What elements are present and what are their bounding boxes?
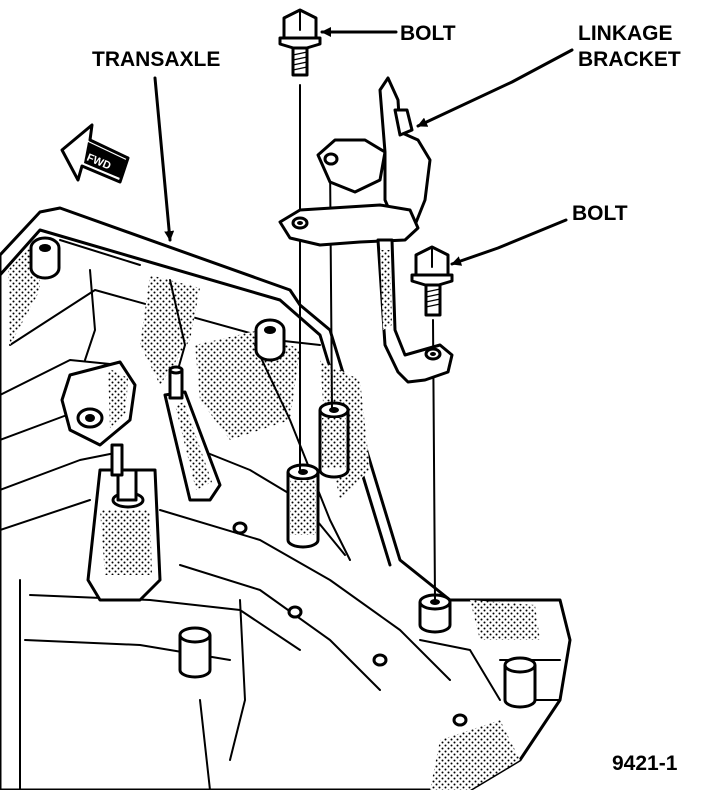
shift-lever <box>60 360 137 447</box>
bolt-top-label: BOLT <box>400 22 456 45</box>
linkage-label-line2: BRACKET <box>578 48 681 71</box>
linkage-label-line1: LINKAGE <box>578 22 673 45</box>
forward-arrow-icon: FWD <box>60 123 130 184</box>
bolt-right-label: BOLT <box>572 202 628 225</box>
transaxle-label: TRANSAXLE <box>92 48 220 71</box>
case-bolt-head-center <box>254 318 286 362</box>
bolt-top <box>278 8 322 77</box>
case-bolt-head-left <box>29 236 61 280</box>
manual-valve-lever <box>163 365 222 502</box>
bracket-mount-boss-lower <box>418 593 452 634</box>
bracket-mount-boss-front <box>286 463 320 549</box>
install-line-bracket-rear <box>329 159 333 411</box>
bolt-right <box>410 245 454 317</box>
bolt-right-leader <box>450 218 568 266</box>
linkage-bracket-leader <box>416 48 574 128</box>
transaxle-case <box>0 206 572 790</box>
case-boss-2 <box>503 656 537 709</box>
figure-number: 9421-1 <box>612 752 678 775</box>
case-boss-1 <box>178 626 212 679</box>
linkage-bracket <box>278 76 454 384</box>
case-boss-3 <box>232 521 468 727</box>
park-neutral-switch <box>86 443 162 602</box>
transaxle-leader <box>153 76 175 242</box>
bracket-mount-boss-rear <box>318 401 350 479</box>
